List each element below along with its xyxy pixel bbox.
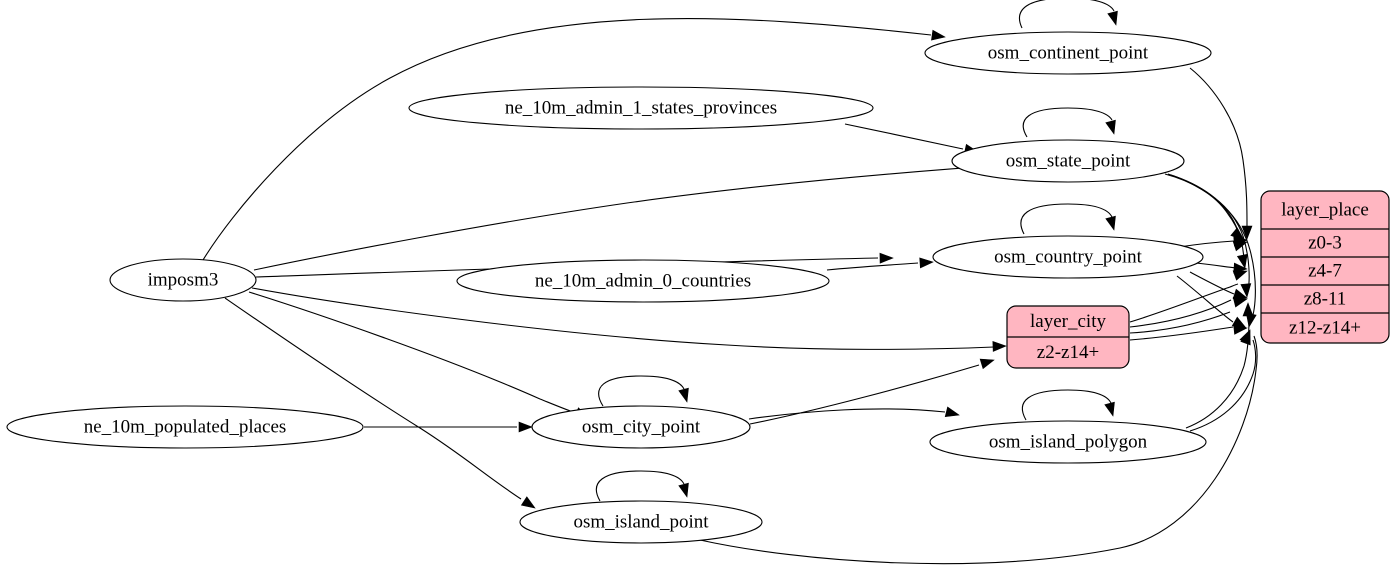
edge-osm_city_point-to-layer_city [749, 358, 995, 425]
record-row-label-1: z0-3 [1308, 232, 1342, 253]
arrowhead [678, 387, 689, 403]
edge-osm_continent_point-to-osm_continent_point [1019, 0, 1118, 29]
edge-osm_island_point-to-osm_island_point [595, 470, 689, 502]
edge-osm_country_point-to-osm_country_point [1020, 203, 1116, 235]
node-shape [951, 139, 1185, 183]
node-osm_city_point[interactable]: osm_city_point [531, 405, 751, 449]
node-shape [531, 405, 751, 449]
node-label: osm_state_point [1006, 150, 1131, 171]
arrowhead [518, 421, 533, 433]
node-label: osm_island_polygon [989, 431, 1148, 452]
record-node-layer_place[interactable]: layer_place z0-3 z4-7 z8-11 z12-z14+ [1260, 190, 1390, 344]
node-ne_10m_populated_places[interactable]: ne_10m_populated_places [6, 405, 364, 449]
node-osm_continent_point[interactable]: osm_continent_point [924, 31, 1212, 75]
edge-imposm3-to-osm_city_point [248, 291, 589, 419]
edge-osm_state_point-to-layer_place_r1 [1164, 173, 1245, 241]
edge-osm_city_point-to-osm_island_polygon [748, 406, 960, 420]
edge-imposm3-to-layer_city [251, 287, 1007, 352]
record-row-label-4: z12-z14+ [1289, 317, 1361, 338]
record-row-label-0: layer_place [1281, 199, 1369, 220]
node-shape [456, 259, 830, 303]
arrowhead [1240, 283, 1252, 298]
node-shape [932, 235, 1204, 279]
arrowhead [520, 496, 536, 509]
edge-osm_island_polygon-to-osm_island_polygon [1021, 389, 1115, 421]
arrowhead [1241, 225, 1253, 240]
node-label: ne_10m_populated_places [84, 416, 287, 437]
arrowhead [992, 341, 1007, 352]
node-label: osm_continent_point [988, 42, 1149, 63]
node-osm_island_polygon[interactable]: osm_island_polygon [929, 420, 1207, 464]
arrowhead [1233, 323, 1248, 335]
node-shape [109, 258, 257, 302]
edge-layer_city-to-layer_place_r2 [1129, 270, 1248, 328]
arrowhead [1104, 401, 1115, 417]
node-label: osm_country_point [994, 246, 1142, 267]
arrowhead [944, 406, 960, 418]
edge-imposm3-to-osm_island_point [224, 297, 536, 509]
node-shape [6, 405, 364, 449]
edge-osm_state_point-to-osm_state_point [1022, 107, 1116, 138]
arrowhead [1239, 329, 1251, 345]
node-osm_island_point[interactable]: osm_island_point [519, 500, 763, 544]
record-row-label-0: layer_city [1030, 311, 1106, 332]
node-shape [929, 420, 1207, 464]
node-shape [519, 500, 763, 544]
edge-ne_10m_admin_0_countries-to-osm_country_point [826, 257, 934, 271]
edge-layer_city-to-layer_place_r4 [1129, 323, 1248, 341]
node-label: ne_10m_admin_1_states_provinces [505, 97, 777, 118]
node-osm_state_point[interactable]: osm_state_point [951, 139, 1185, 183]
edge-ne_10m_populated_places-to-osm_city_point [364, 421, 533, 433]
node-label: imposm3 [148, 269, 219, 290]
edge-osm_island_point-to-layer_place_r4 [699, 329, 1258, 565]
arrowhead [1232, 240, 1248, 252]
record-node-layer_city[interactable]: layer_city z2-z14+ [1006, 305, 1130, 369]
arrowhead [931, 29, 946, 41]
edge-layer_city-to-layer_place_r3 [1129, 296, 1248, 334]
edge-imposm3-to-osm_state_point [253, 158, 1034, 271]
node-label: osm_island_point [573, 511, 709, 532]
edge-osm_island_polygon-to-layer_place_r3 [1185, 302, 1254, 429]
arrowhead [1232, 296, 1248, 308]
edge-osm_continent_point-to-layer_place_r1 [1189, 67, 1253, 240]
arrowhead [1105, 119, 1116, 135]
record-row-label-2: z4-7 [1308, 260, 1342, 281]
edge-osm_city_point-to-osm_city_point [598, 375, 689, 407]
record-row-label-3: z8-11 [1304, 288, 1347, 309]
edge-imposm3-to-osm_continent_point [202, 17, 946, 261]
arrowhead [678, 482, 689, 498]
record-row-label-1: z2-z14+ [1037, 342, 1099, 363]
node-shape [924, 31, 1212, 75]
node-ne_10m_admin_1_states_provinces[interactable]: ne_10m_admin_1_states_provinces [408, 86, 874, 130]
node-osm_country_point[interactable]: osm_country_point [932, 235, 1204, 279]
arrowhead [1232, 270, 1248, 281]
arrowhead [979, 358, 995, 370]
node-shape [408, 86, 874, 130]
node-ne_10m_admin_0_countries[interactable]: ne_10m_admin_0_countries [456, 259, 830, 303]
records-layer: layer_place z0-3 z4-7 z8-11 z12-z14+ layer_ci… [1006, 190, 1390, 369]
node-label: ne_10m_admin_0_countries [535, 270, 751, 291]
arrowhead [1236, 253, 1248, 269]
arrowhead [919, 257, 934, 269]
nodes-layer: imposm3 ne_10m_admin_1_states_provincesne… [6, 31, 1212, 544]
arrowhead [1105, 215, 1116, 231]
arrowhead [879, 252, 894, 264]
arrowhead [1242, 302, 1254, 317]
edge-layer_city-to-layer_place_r1 [1129, 240, 1248, 323]
edges-layer [202, 0, 1258, 565]
node-imposm3[interactable]: imposm3 [109, 258, 257, 302]
node-label: osm_city_point [582, 416, 701, 437]
edge-ne_10m_admin_1_states_provinces-to-osm_state_point [844, 123, 979, 155]
arrowhead [1107, 10, 1118, 26]
